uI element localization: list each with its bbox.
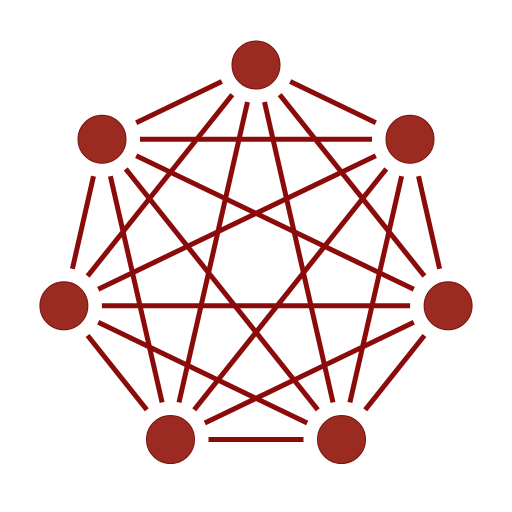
edge-node-2-node-5	[192, 167, 389, 412]
edge-node-3-node-5	[203, 320, 415, 426]
edge-node-2-node-6	[97, 153, 377, 292]
node-2	[385, 114, 435, 164]
edge-node-4-node-7	[123, 167, 320, 412]
node-4	[317, 415, 366, 464]
edge-node-2-node-3	[416, 175, 443, 270]
edge-node-5-node-6	[85, 333, 149, 412]
edge-node-4-node-6	[97, 320, 309, 426]
node-7	[77, 114, 127, 164]
edge-node-1-node-4	[262, 101, 336, 403]
nodes-group	[39, 40, 473, 464]
edges-group	[69, 79, 443, 442]
edge-node-1-node-5	[176, 101, 250, 403]
edge-node-6-node-7	[69, 175, 96, 270]
edge-node-1-node-3	[277, 93, 427, 278]
edge-node-1-node-2	[289, 79, 377, 125]
edge-node-2-node-4	[347, 175, 405, 403]
node-6	[39, 281, 89, 331]
node-5	[146, 415, 195, 464]
edge-node-3-node-7	[135, 153, 415, 292]
edge-node-1-node-6	[85, 93, 235, 278]
edge-node-5-node-7	[107, 175, 165, 403]
node-1	[231, 40, 281, 90]
node-3	[423, 281, 473, 331]
edge-node-1-node-7	[135, 79, 223, 125]
edge-node-3-node-4	[363, 333, 427, 412]
